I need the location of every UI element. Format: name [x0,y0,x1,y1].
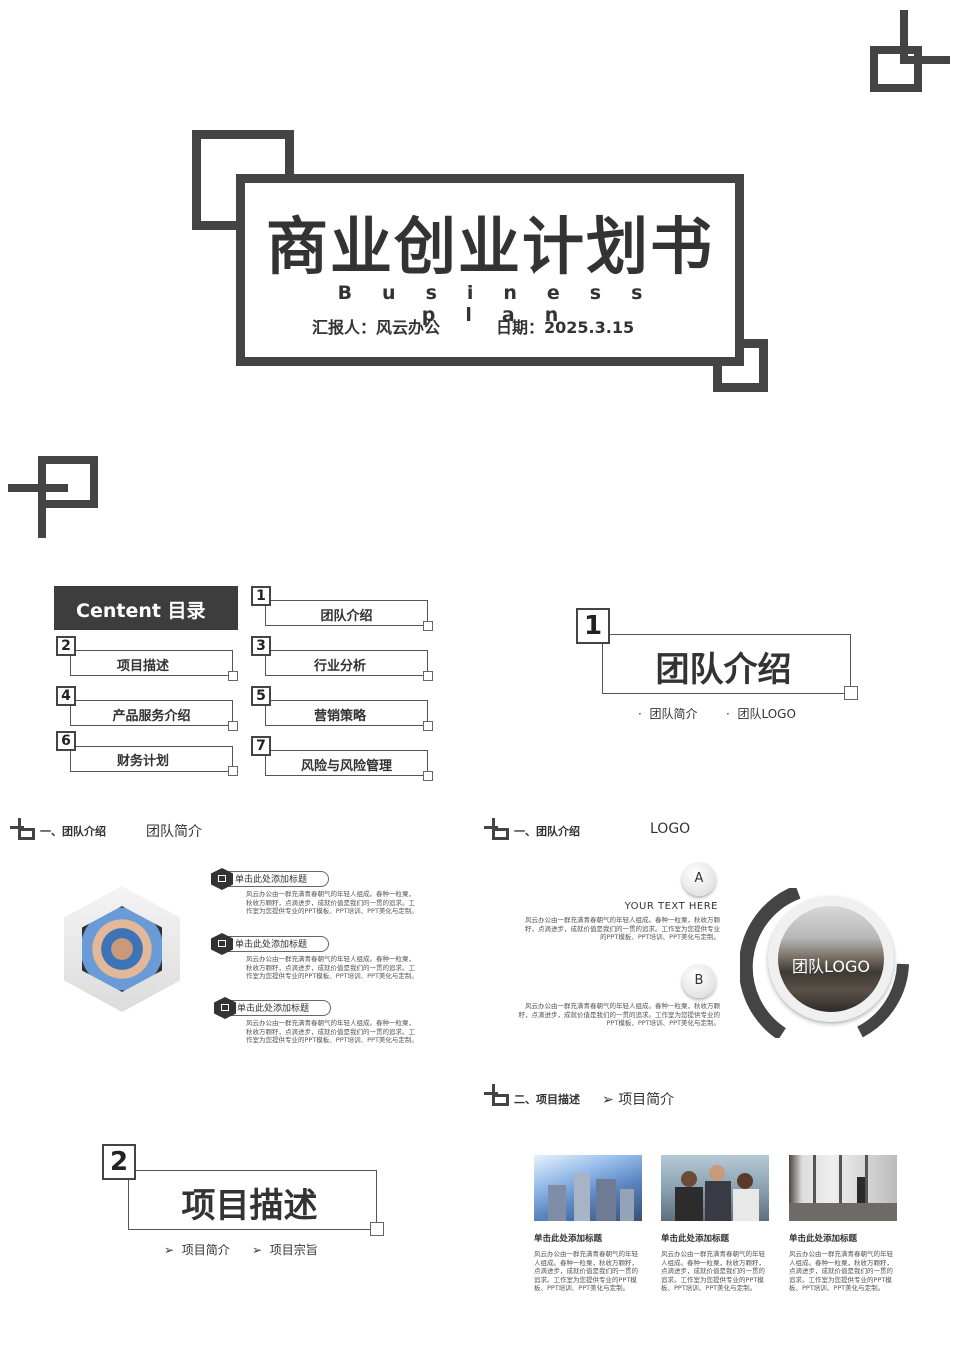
toc-item-7-label: 风险与风险管理 [300,759,392,774]
section1-title: 团队介绍 [655,650,792,690]
logo-text-a: 风云办公由一群充满青春朝气的年轻人组成。春种一粒粟，秋收万颗籽，点滴进步，成就价… [525,916,720,941]
section1-bullet-1: · 团队简介 [638,707,698,721]
toc-item-1[interactable] [265,600,428,626]
project-card-1-title[interactable]: 单击此处添加标题 [534,1234,603,1244]
section2-number: 2 [102,1144,136,1180]
project-intro-heading: 二、项目描述 [514,1093,580,1106]
logo-text-b: 风云办公由一群充满青春朝气的年轻人组成。春种一粒粟，秋收万颗籽，点滴进步，成就价… [518,1002,721,1027]
project-card-3-text: 风云办公由一群充满青春朝气的年轻人组成。春种一粒粟，秋收万颗籽，点滴进步，成就价… [789,1250,893,1292]
toc-item-5-num: 5 [251,686,271,706]
team-item-1-text: 风云办公由一群充满青春朝气的年轻人组成。春种一粒粟，秋收万颗籽，点滴进步，成就价… [246,890,418,915]
team-item-3-text: 风云办公由一群充满青春朝气的年轻人组成。春种一粒粟，秋收万颗籽，点滴进步，成就价… [246,1019,418,1044]
toc-item-6-num: 6 [56,731,76,751]
section2-bullet-2: ➢ 项目宗旨 [252,1243,318,1257]
toc-item-3-label: 行业分析 [313,659,366,674]
section2-title: 项目描述 [181,1186,318,1226]
project-card-2-text: 风云办公由一群充满青春朝气的年轻人组成。春种一粒粟，秋收万颗籽，点滴进步，成就价… [661,1250,765,1292]
team-intro-heading: 一、团队介绍 [40,825,106,838]
toc-item-3[interactable] [265,650,428,676]
toc-item-3-corner [423,671,433,681]
toc-item-6[interactable] [70,746,233,772]
office-team-photo [661,1155,769,1221]
toc-item-4[interactable] [70,700,233,726]
corner-decoration [870,10,950,92]
marker-a[interactable]: A [682,862,716,896]
toc-item-7-num: 7 [251,736,271,756]
team-logo-text: 团队LOGO [792,957,870,976]
toc-item-6-corner [228,766,238,776]
toc-item-4-label: 产品服务介绍 [112,709,191,724]
toc-item-1-label: 团队介绍 [320,609,373,624]
toc-item-5-corner [423,721,433,731]
cover-date: 日期：2025.3.15 [496,318,635,337]
doc-icon [214,997,236,1019]
section1-bullet-2: · 团队LOGO [726,707,796,721]
cover-main-frame [236,174,744,366]
toc-item-2-label: 项目描述 [116,659,169,674]
toc-item-1-corner [423,621,433,631]
toc-item-6-label: 财务计划 [116,754,169,769]
toc-item-4-num: 4 [56,686,76,706]
team-logo-heading: 一、团队介绍 [514,825,580,838]
project-card-1-text: 风云办公由一群充满青春朝气的年轻人组成。春种一粒粟，秋收万颗籽，点滴进步，成就价… [534,1250,638,1292]
toc-header-label: Centent 目录 [76,600,206,622]
toc-item-2-corner [228,671,238,681]
section2-corner [370,1222,384,1236]
office-window-photo [789,1155,897,1221]
heading-corner-icon [484,818,510,840]
heading-corner-icon [10,818,36,840]
toc-item-7[interactable] [265,750,428,776]
toc-item-3-num: 3 [251,636,271,656]
project-intro-subheading: ➢ 项目简介 [602,1092,675,1108]
desert-photo [778,906,884,1012]
toc-header: Centent 目录 [54,586,238,630]
toc-item-4-corner [228,721,238,731]
buildings-photo [534,1155,642,1221]
cover-subtitle: Business plan [337,282,673,326]
doc-icon [211,868,233,890]
cover-title: 商业创业计划书 [265,210,714,283]
logo-arc-decoration [740,888,909,1038]
toc-item-2-num: 2 [56,636,76,656]
project-card-2-title[interactable]: 单击此处添加标题 [661,1234,730,1244]
toc-item-7-corner [423,771,433,781]
toc-item-2[interactable] [70,650,233,676]
toc-item-1-num: 1 [251,586,271,606]
section2-bullet-1: ➢ 项目简介 [164,1243,230,1257]
project-card-3-title[interactable]: 单击此处添加标题 [789,1234,858,1244]
heading-corner-icon [484,1084,510,1106]
marker-b[interactable]: B [682,964,716,998]
doc-icon [211,933,233,955]
cover-reporter: 汇报人：风云办公 [312,318,441,337]
left-corner-decoration [8,456,98,538]
toc-item-5[interactable] [265,700,428,726]
your-text-here: YOUR TEXT HERE [624,901,718,912]
section2-title-box [128,1170,377,1230]
section1-title-box [602,634,851,694]
section1-number: 1 [576,608,610,644]
section1-corner [844,686,858,700]
toc-item-5-label: 营销策略 [313,709,366,724]
team-intro-subheading: 团队简介 [146,824,202,840]
team-item-2-text: 风云办公由一群充满青春朝气的年轻人组成。春种一粒粟，秋收万颗籽，点滴进步，成就价… [246,955,418,980]
team-logo-subheading: LOGO [650,821,691,837]
